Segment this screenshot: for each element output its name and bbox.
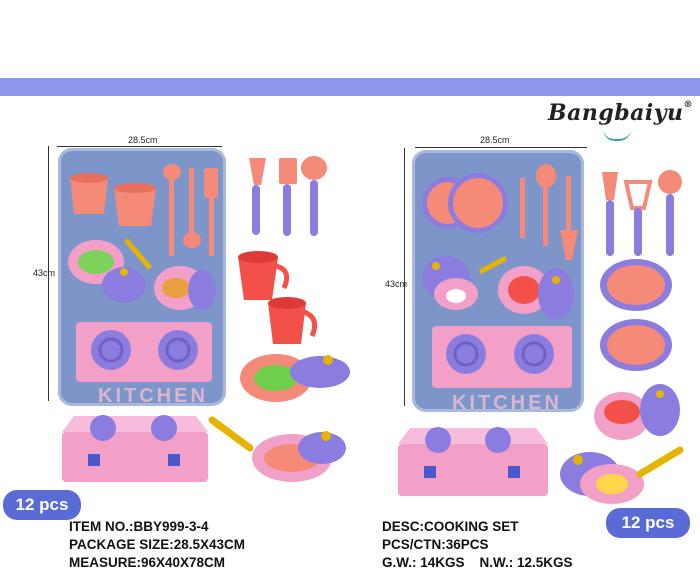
left-width-line [57,146,222,147]
right-width-label: 28.5cm [480,135,510,145]
right-height-line [404,148,405,406]
right-height-label: 43cm [385,279,408,289]
left-height-line [48,146,49,401]
header-band [0,78,700,96]
utensil-icon [249,158,266,185]
package-size: PACKAGE SIZE:28.5X43CM [69,537,246,552]
stove-icon [398,444,548,496]
brand-logo: Bangbaiyu® [548,100,694,126]
right-width-line [415,147,587,148]
pcs-per-carton: PCS/CTN:36PCS [382,537,489,552]
right-pcs-badge: 12 pcs [606,508,690,538]
description: DESC:COOKING SET [382,519,519,534]
utensil-icon [602,172,618,200]
right-stove-text: KITCHEN [452,392,562,414]
left-stove-text: KITCHEN [98,385,208,407]
brand-smile-icon [603,129,631,141]
weight: G.W.: 14KGS N.W.: 12.5KGS [382,555,573,570]
measure: MEASURE:96X40X78CM [69,555,226,570]
item-number: ITEM NO.:BBY999-3-4 [69,519,209,534]
cup-icon [268,303,306,344]
left-height-label: 43cm [33,268,56,278]
left-width-label: 28.5cm [128,135,158,145]
stove-icon [62,432,208,482]
cup-icon [70,178,108,214]
cup-icon [114,188,156,226]
cup-icon [238,257,278,300]
left-pcs-badge: 12 pcs [3,490,81,520]
